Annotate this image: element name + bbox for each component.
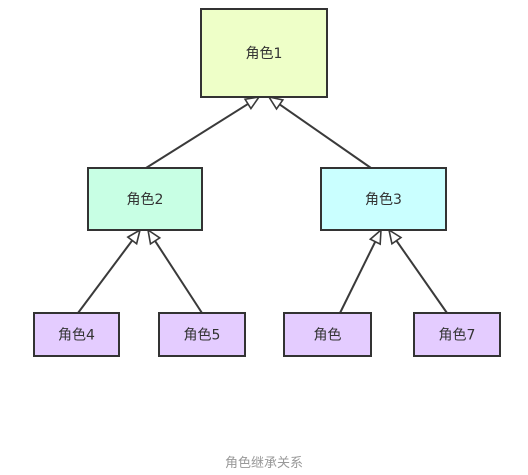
node-box — [320, 167, 447, 231]
node-box — [33, 312, 120, 357]
node-role1: 角色1 — [200, 8, 328, 98]
edge-line — [395, 240, 448, 314]
edge-line — [145, 103, 249, 169]
node-role2: 角色2 — [87, 167, 203, 231]
edges-layer — [77, 95, 448, 314]
node-box — [87, 167, 203, 231]
node-label: 角色4 — [58, 327, 95, 344]
node-role7: 角色7 — [413, 312, 501, 357]
node-role6: 角色 — [283, 312, 372, 357]
node-label: 角色 — [314, 327, 342, 344]
edge-line — [339, 241, 377, 314]
node-box — [413, 312, 501, 357]
edge-role2-to-role1 — [145, 95, 261, 169]
node-label: 角色3 — [365, 191, 402, 208]
edge-role5-to-role2 — [146, 228, 203, 314]
diagram-caption: 角色继承关系 — [224, 456, 303, 471]
node-label: 角色1 — [246, 45, 283, 62]
edge-line — [77, 239, 134, 314]
hollow-arrowhead-icon — [267, 95, 285, 111]
edge-line — [279, 103, 372, 169]
hollow-arrowhead-icon — [243, 95, 261, 111]
node-box — [283, 312, 372, 357]
hollow-arrowhead-icon — [387, 228, 403, 246]
node-role5: 角色5 — [158, 312, 246, 357]
hollow-arrowhead-icon — [146, 228, 162, 246]
edge-line — [154, 240, 203, 314]
edge-role6-to-role3 — [339, 228, 382, 314]
edge-role4-to-role2 — [77, 228, 142, 314]
node-box — [158, 312, 246, 357]
node-label: 角色5 — [184, 327, 221, 344]
hollow-arrowhead-icon — [126, 228, 142, 246]
node-box — [200, 8, 328, 98]
edge-role3-to-role1 — [267, 95, 372, 169]
node-role4: 角色4 — [33, 312, 120, 357]
node-label: 角色7 — [439, 327, 476, 344]
edge-role7-to-role3 — [387, 228, 448, 314]
node-label: 角色2 — [127, 191, 164, 208]
hollow-arrowhead-icon — [368, 228, 382, 246]
node-role3: 角色3 — [320, 167, 447, 231]
nodes-layer: 角色1 角色2 角色3 角色4 角色5 角色 角色7 — [33, 8, 501, 357]
